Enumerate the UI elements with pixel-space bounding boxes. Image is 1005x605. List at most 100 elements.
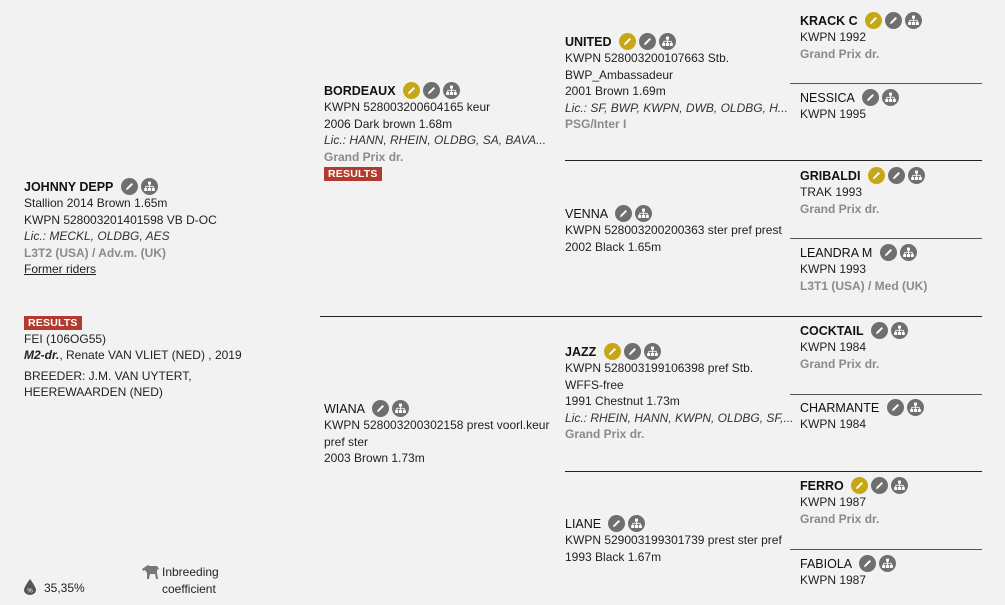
pedigree-tree-icon[interactable] — [658, 33, 676, 51]
pencil-icon[interactable] — [120, 178, 138, 196]
pencil-icon[interactable] — [879, 244, 897, 262]
pedigree-tree-icon[interactable] — [879, 555, 897, 573]
main-results-block: RESULTS FEI (106OG55) M2-dr., Renate VAN… — [24, 314, 294, 401]
gg-name[interactable]: KRACK C — [800, 13, 858, 28]
pencil-icon[interactable] — [402, 82, 420, 100]
ds-line2: 1991 Chestnut 1.73m — [565, 394, 680, 409]
gg-name[interactable]: FERRO — [800, 478, 844, 493]
pedigree-tree-icon[interactable] — [635, 205, 653, 223]
horse-icon — [142, 564, 160, 583]
ds-name[interactable]: JAZZ — [565, 344, 597, 359]
pencil-icon[interactable] — [871, 322, 888, 340]
sd-block: VENNA KWPN 528003200200363 ster pref pre… — [565, 205, 787, 255]
gg-line1: KWPN 1984 — [800, 417, 867, 432]
gg-grade: Grand Prix dr. — [800, 201, 880, 216]
svg-text:%: % — [27, 589, 33, 595]
inbreeding-block: % 35,35% Inbreeding coefficient — [24, 564, 244, 600]
pedigree-tree-icon[interactable] — [906, 399, 924, 417]
dd-block: LIANE KWPN 529003199301739 prest ster pr… — [565, 515, 787, 565]
pedigree-tree-icon[interactable] — [140, 178, 158, 196]
sire-line2: 2006 Dark brown 1.68m — [324, 116, 453, 131]
main-horse-line1: Stallion 2014 Brown 1.65m — [24, 196, 168, 211]
ss-block: UNITED KWPN 528003200107663 Stb. BWP_Amb… — [565, 33, 788, 133]
gg-block-ferro: FERRO KWPN 1987 Grand Prix dr. — [800, 477, 990, 527]
ss-line2: BWP_Ambassadeur — [565, 67, 674, 82]
pedigree-tree-icon[interactable] — [907, 167, 925, 185]
dam-line1: KWPN 528003200302158 prest voorl.keur pr… — [324, 418, 550, 449]
main-horse-name[interactable]: JOHNNY DEPP — [24, 179, 114, 194]
main-horse-block: JOHNNY DEPP Stallion 2014 Brown 1.65m KW… — [24, 178, 294, 278]
pencil-icon[interactable] — [623, 343, 641, 361]
gg-grade: L3T1 (USA) / Med (UK) — [800, 278, 928, 293]
pencil-icon[interactable] — [372, 400, 390, 418]
gg-grade: Grand Prix dr. — [800, 46, 880, 61]
main-horse-line2: KWPN 528003201401598 VB D-OC — [24, 212, 217, 227]
sd-name[interactable]: VENNA — [565, 206, 609, 221]
pedigree-tree-icon[interactable] — [643, 343, 661, 361]
dam-block: WIANA KWPN 528003200302158 prest voorl.k… — [324, 400, 560, 467]
pencil-icon[interactable] — [862, 89, 880, 107]
gg-name[interactable]: CHARMANTE — [800, 400, 880, 415]
gg-name[interactable]: COCKTAIL — [800, 323, 864, 338]
sire-licences: Lic.: HANN, RHEIN, OLDBG, SA, BAVA... — [324, 133, 547, 148]
pedigree-tree-icon[interactable] — [882, 89, 900, 107]
sd-line1: KWPN 528003200200363 ster pref prest — [565, 223, 782, 238]
pencil-icon[interactable] — [422, 82, 440, 100]
dam-name[interactable]: WIANA — [324, 401, 365, 416]
ss-sd-divider — [565, 160, 982, 161]
pedigree-tree-icon[interactable] — [891, 322, 908, 340]
main-horse-grade: L3T2 (USA) / Adv.m. (UK) — [24, 245, 167, 260]
ds-block: JAZZ KWPN 528003199106398 pref Stb. WFFS… — [565, 343, 794, 443]
pedigree-tree-icon[interactable] — [899, 244, 917, 262]
rider-level: M2-dr. — [24, 348, 60, 362]
gg-block-leandra-m: LEANDRA M KWPN 1993 L3T1 (USA) / Med (UK… — [800, 244, 990, 294]
pedigree-tree-icon[interactable] — [904, 12, 922, 30]
ss-name[interactable]: UNITED — [565, 34, 612, 49]
ss-line3: 2001 Brown 1.69m — [565, 84, 666, 99]
gg-name[interactable]: GRIBALDI — [800, 168, 861, 183]
dd-line2: 1993 Black 1.67m — [565, 549, 662, 564]
sire-name[interactable]: BORDEAUX — [324, 83, 396, 98]
ds-line1: KWPN 528003199106398 pref Stb. WFFS-free — [565, 361, 754, 392]
g1-g2-divider — [790, 83, 982, 84]
main-horse-licences: Lic.: MECKL, OLDBG, AES — [24, 229, 170, 244]
pencil-icon[interactable] — [851, 477, 869, 495]
dam-line2: 2003 Brown 1.73m — [324, 451, 425, 466]
pencil-icon[interactable] — [615, 205, 633, 223]
pedigree-tree-icon[interactable] — [891, 477, 909, 495]
sire-grade: Grand Prix dr. — [324, 149, 404, 164]
gg-grade: Grand Prix dr. — [800, 356, 880, 371]
ds-licences: Lic.: RHEIN, HANN, KWPN, OLDBG, SF,... — [565, 410, 794, 425]
gg-name[interactable]: LEANDRA M — [800, 245, 873, 260]
results-badge[interactable]: RESULTS — [24, 316, 82, 330]
former-riders-link[interactable]: Former riders — [24, 262, 97, 277]
pencil-icon[interactable] — [638, 33, 656, 51]
pencil-icon[interactable] — [859, 555, 877, 573]
sd-line2: 2002 Black 1.65m — [565, 239, 662, 254]
pedigree-tree-icon[interactable] — [442, 82, 460, 100]
pedigree-tree-icon[interactable] — [628, 515, 646, 533]
pencil-icon[interactable] — [867, 167, 885, 185]
gg-line1: KWPN 1984 — [800, 340, 867, 355]
pencil-icon[interactable] — [603, 343, 621, 361]
gg-block-charmante: CHARMANTE KWPN 1984 — [800, 399, 990, 433]
sire-results-badge[interactable]: RESULTS — [324, 167, 382, 182]
dd-name[interactable]: LIANE — [565, 516, 602, 531]
g5-g6-divider — [790, 394, 982, 395]
gg-line1: KWPN 1992 — [800, 30, 867, 45]
pencil-icon[interactable] — [608, 515, 626, 533]
gg-block-gribaldi: GRIBALDI TRAK 1993 Grand Prix dr. — [800, 167, 990, 217]
gg-name[interactable]: NESSICA — [800, 90, 855, 105]
pencil-icon[interactable] — [871, 477, 889, 495]
pedigree-tree-icon[interactable] — [392, 400, 410, 418]
inbreeding-label-2: coefficient — [162, 582, 216, 596]
pencil-icon[interactable] — [864, 12, 882, 30]
gg-line1: KWPN 1987 — [800, 495, 867, 510]
pencil-icon[interactable] — [887, 167, 905, 185]
gg-block-fabiola: FABIOLA KWPN 1987 — [800, 555, 990, 589]
pencil-icon[interactable] — [884, 12, 902, 30]
g3-g4-divider — [790, 238, 982, 239]
gg-name[interactable]: FABIOLA — [800, 556, 853, 571]
pencil-icon[interactable] — [886, 399, 904, 417]
pencil-icon[interactable] — [618, 33, 636, 51]
